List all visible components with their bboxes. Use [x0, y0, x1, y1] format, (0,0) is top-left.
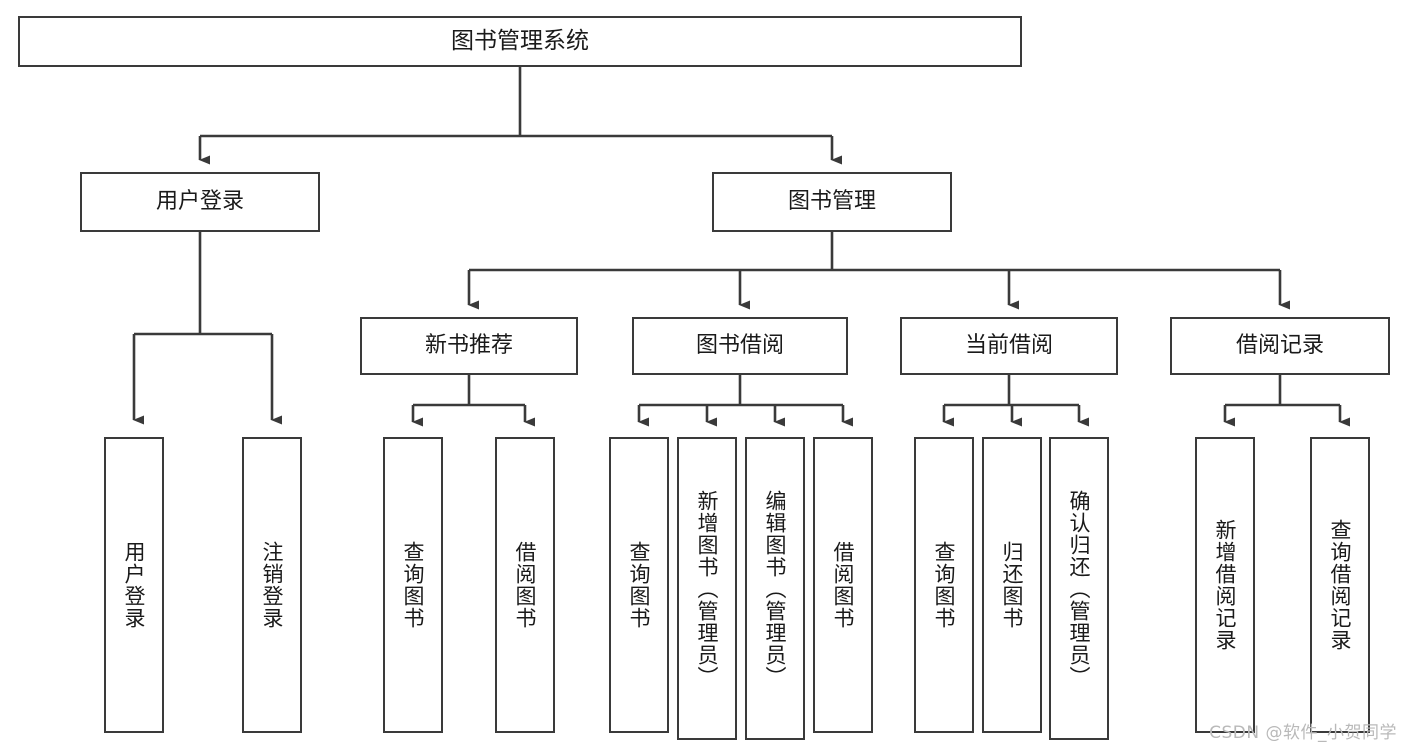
- node-label: 当前借阅: [964, 333, 1053, 359]
- node-label: 查询借阅记录: [1328, 519, 1353, 651]
- node-book-borrow[interactable]: 图书借阅: [632, 317, 848, 375]
- node-leaf-query-book-recommend[interactable]: 查询图书: [383, 437, 443, 733]
- node-label: 图书管理: [787, 189, 876, 215]
- node-borrow-record[interactable]: 借阅记录: [1170, 317, 1390, 375]
- node-book-management[interactable]: 图书管理: [712, 172, 952, 232]
- node-leaf-query-book-borrow[interactable]: 查询图书: [609, 437, 669, 733]
- node-label: 图书管理系统: [451, 27, 589, 54]
- node-label: 借阅记录: [1235, 333, 1324, 359]
- node-current-borrow[interactable]: 当前借阅: [900, 317, 1118, 375]
- node-label: 编辑图书（管理员）: [763, 489, 788, 688]
- node-label: 查询图书: [627, 541, 652, 629]
- node-leaf-borrow-book-borrow[interactable]: 借阅图书: [813, 437, 873, 733]
- node-label: 注销登录: [260, 541, 285, 629]
- node-leaf-query-book-current[interactable]: 查询图书: [914, 437, 974, 733]
- node-user-login[interactable]: 用户登录: [80, 172, 320, 232]
- node-label: 图书借阅: [695, 333, 784, 359]
- node-label: 用户登录: [155, 189, 244, 215]
- node-label: 借阅图书: [831, 541, 856, 629]
- csdn-watermark: CSDN @软件_小贺同学: [1209, 723, 1397, 743]
- node-label: 查询图书: [932, 541, 957, 629]
- node-label: 新增借阅记录: [1213, 519, 1238, 651]
- node-leaf-borrow-book-recommend[interactable]: 借阅图书: [495, 437, 555, 733]
- node-leaf-add-book-admin[interactable]: 新增图书（管理员）: [677, 437, 737, 740]
- node-leaf-add-borrow-record[interactable]: 新增借阅记录: [1195, 437, 1255, 733]
- node-label: 新增图书（管理员）: [695, 489, 720, 688]
- node-label: 查询图书: [401, 541, 426, 629]
- node-leaf-confirm-return-admin[interactable]: 确认归还（管理员）: [1049, 437, 1109, 740]
- node-label: 新书推荐: [424, 333, 513, 359]
- node-label: 归还图书: [1000, 541, 1025, 629]
- node-leaf-edit-book-admin[interactable]: 编辑图书（管理员）: [745, 437, 805, 740]
- node-label: 用户登录: [122, 541, 147, 629]
- node-leaf-user-login[interactable]: 用户登录: [104, 437, 164, 733]
- node-label: 确认归还（管理员）: [1067, 489, 1092, 688]
- node-leaf-return-book[interactable]: 归还图书: [982, 437, 1042, 733]
- node-root-book-management-system[interactable]: 图书管理系统: [18, 16, 1022, 67]
- node-leaf-logout-login[interactable]: 注销登录: [242, 437, 302, 733]
- node-leaf-query-borrow-record[interactable]: 查询借阅记录: [1310, 437, 1370, 733]
- node-new-book-recommend[interactable]: 新书推荐: [360, 317, 578, 375]
- node-label: 借阅图书: [513, 541, 538, 629]
